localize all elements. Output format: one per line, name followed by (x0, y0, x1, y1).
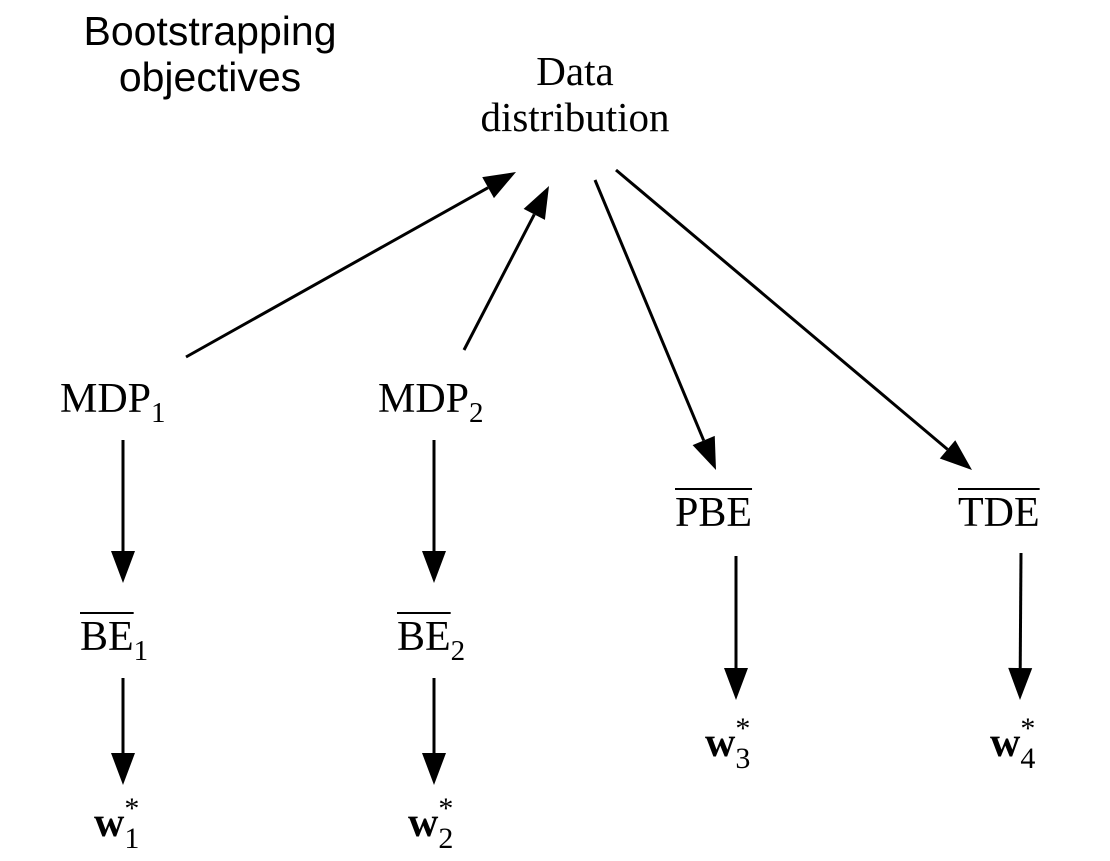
be1-base: BE (80, 614, 134, 660)
node-be2: BE2 (397, 614, 465, 674)
node-w2: w*2 (408, 792, 468, 855)
w4-sup: * (1020, 712, 1036, 745)
pbe-base: PBE (675, 490, 753, 536)
root-line-2: distribution (480, 94, 670, 140)
node-w4: w*4 (990, 712, 1050, 775)
arrowhead-tde-to-w4 (1008, 667, 1033, 700)
mdp1-base: MDP (60, 376, 152, 422)
mdp1-sub: 1 (151, 397, 166, 429)
mdp2-base: MDP (378, 376, 470, 422)
w2-base: w (408, 800, 439, 846)
arrowhead-root-to-pbe (692, 435, 716, 470)
edge-mdp1-to-root (185, 186, 489, 359)
w1-sub: 1 (124, 822, 140, 855)
arrowhead-mdp1-to-be1 (111, 551, 135, 583)
title-line-1: Bootstrapping (83, 8, 337, 54)
node-w3: w*3 (705, 712, 765, 775)
w2-sub: 2 (438, 822, 454, 855)
title-line-2: objectives (118, 54, 302, 100)
node-be1: BE1 (80, 614, 148, 674)
w3-sub: 3 (735, 742, 751, 775)
figure-title: Bootstrapping objectives (40, 8, 380, 100)
mdp2-sub: 2 (469, 397, 484, 429)
w3-base: w (705, 720, 736, 766)
node-mdp2: MDP2 (378, 376, 484, 436)
w3-sup: * (735, 712, 751, 745)
node-pbe: PBE (675, 490, 752, 536)
w2-sup: * (438, 792, 454, 825)
node-tde: TDE (958, 490, 1040, 536)
arrowhead-mdp2-to-be2 (422, 551, 446, 583)
w1-sup: * (124, 792, 140, 825)
node-w1: w*1 (94, 792, 154, 855)
be1-sub: 1 (133, 635, 149, 667)
root-line-1: Data (536, 48, 614, 94)
be2-sub: 2 (450, 635, 466, 667)
edge-root-to-pbe (593, 179, 706, 442)
edge-mdp2-to-root (462, 213, 536, 351)
node-mdp1: MDP1 (60, 376, 166, 436)
w1-base: w (94, 800, 125, 846)
arrowhead-root-to-tde (939, 440, 972, 470)
tde-base: TDE (958, 490, 1040, 536)
arrowhead-mdp2-to-root (523, 186, 549, 220)
edge-root-to-tde (615, 168, 949, 451)
w4-base: w (990, 720, 1021, 766)
arrowhead-be1-to-w1 (111, 753, 135, 785)
be2-base: BE (397, 614, 451, 660)
arrowhead-pbe-to-w3 (724, 668, 748, 700)
edge-tde-to-w4 (1018, 552, 1023, 669)
node-data-distribution: Data distribution (440, 48, 710, 140)
w4-sub: 4 (1020, 742, 1036, 775)
arrowhead-mdp1-to-root (482, 172, 516, 199)
arrowhead-be2-to-w2 (422, 753, 446, 785)
